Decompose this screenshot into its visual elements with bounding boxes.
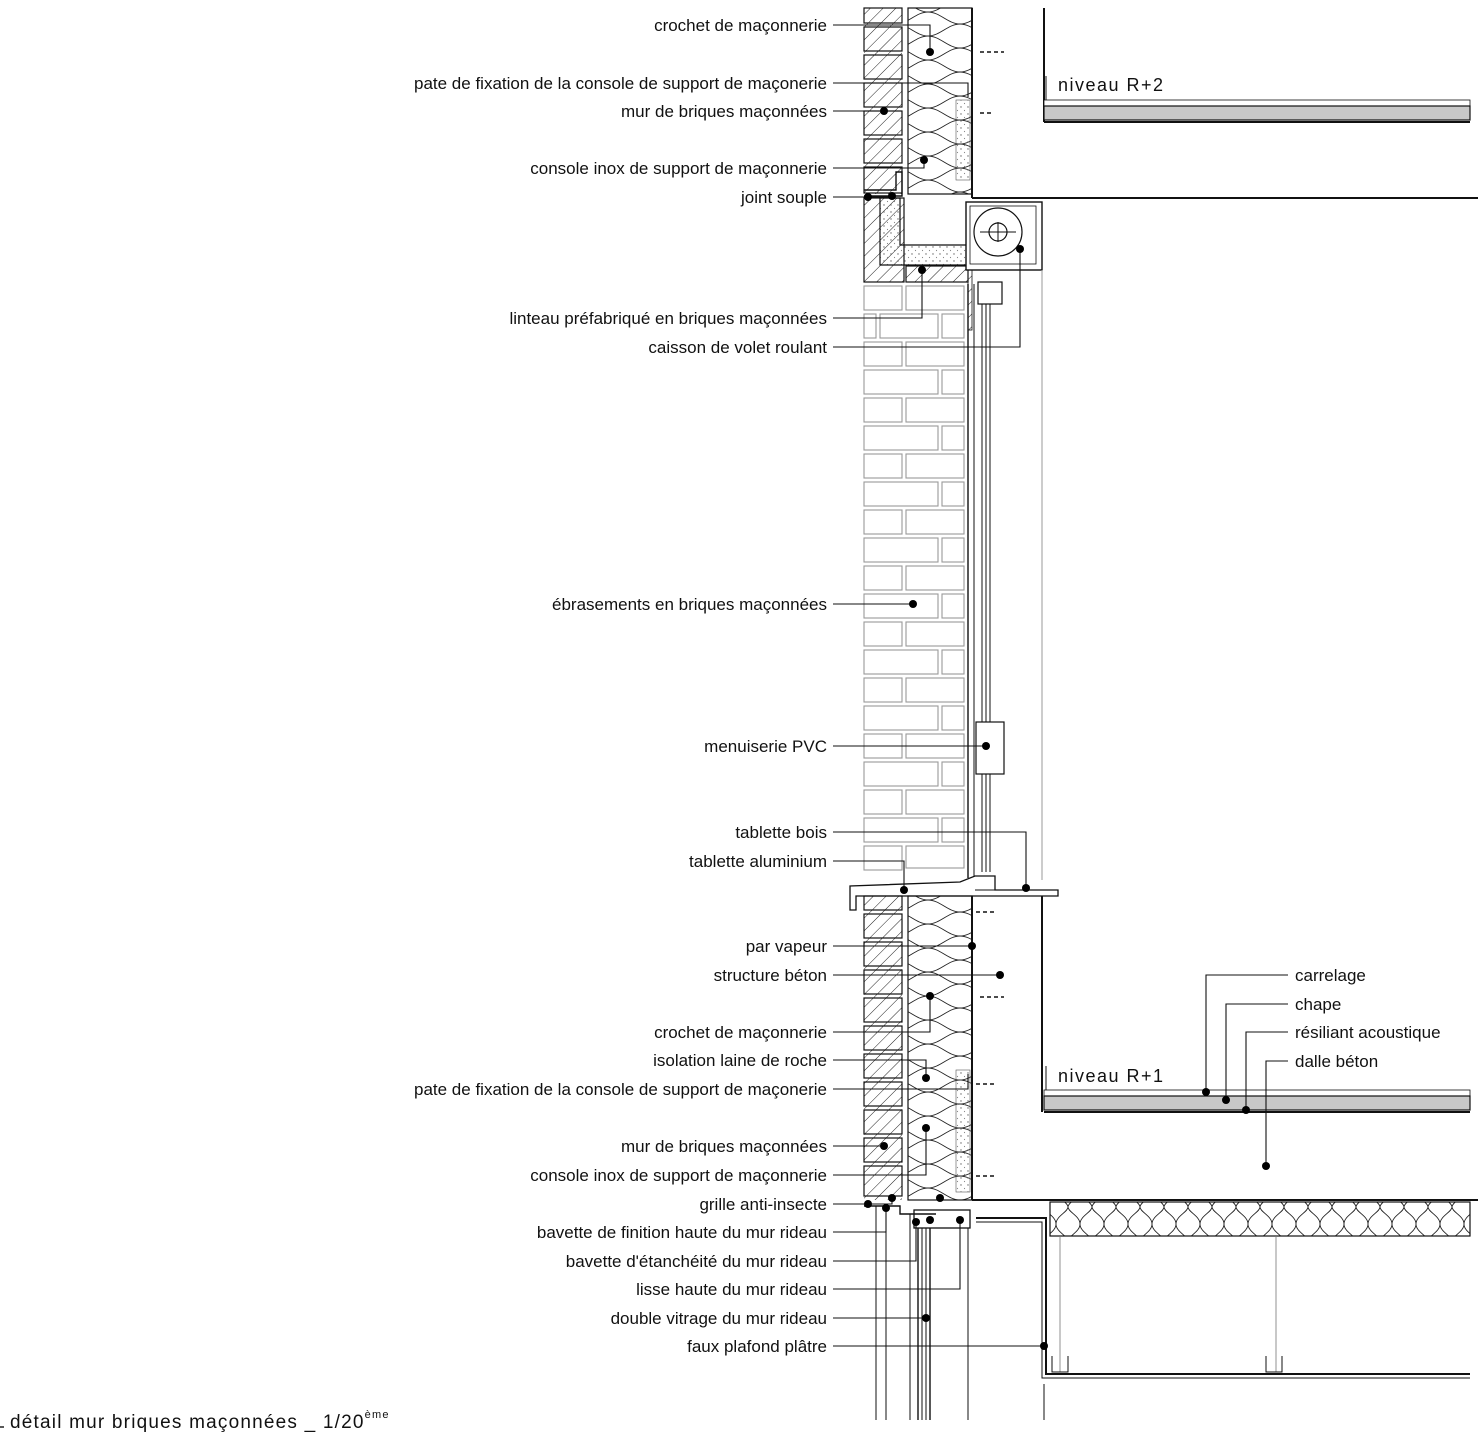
upper-brick-wall [863, 7, 903, 194]
label-isolation: isolation laine de roche [653, 1051, 827, 1070]
level-r1: niveau R+1 [1058, 1066, 1165, 1086]
label-menuiserie: menuiserie PVC [704, 737, 827, 756]
label-lisse-haute: lisse haute du mur rideau [636, 1280, 827, 1299]
label-console-upper: console inox de support de maçonnerie [530, 159, 827, 178]
soffit-insulation [1049, 1201, 1471, 1237]
label-crochet-lower: crochet de maçonnerie [654, 1023, 827, 1042]
label-mur-lower: mur de briques maçonnées [621, 1137, 827, 1156]
label-console-lower: console inox de support de maçonnerie [530, 1166, 827, 1185]
upper-insulation [907, 7, 973, 195]
caption: détail mur briques maçonnées _ 1/20ème [10, 1409, 390, 1433]
label-carrelage: carrelage [1295, 966, 1366, 985]
label-resiliant: résiliant acoustique [1295, 1023, 1441, 1042]
label-linteau: linteau préfabriqué en briques maçonnées [509, 309, 827, 328]
left-leader-dots [864, 48, 1048, 1350]
label-pate-lower: pate de fixation de la console de suppor… [414, 1080, 827, 1099]
pvc-window [967, 269, 1043, 880]
label-joint-souple: joint souple [740, 188, 827, 207]
label-par-vapeur: par vapeur [746, 937, 828, 956]
label-crochet-upper: crochet de maçonnerie [654, 16, 827, 35]
label-chape: chape [1295, 995, 1341, 1014]
caption-text: détail mur briques maçonnées _ 1/20 [10, 1412, 365, 1433]
label-tablette-bois: tablette bois [735, 823, 827, 842]
caption-superscript: ème [365, 1409, 390, 1421]
concrete-structure [971, 8, 1478, 1201]
label-tablette-alu: tablette aluminium [689, 852, 827, 871]
slab-r1 [1043, 1066, 1471, 1113]
label-ebrasements: ébrasements en briques maçonnées [552, 595, 827, 614]
label-mur-upper: mur de briques maçonnées [621, 102, 827, 121]
reveal-bricks [863, 285, 965, 871]
label-grille: grille anti-insecte [699, 1195, 827, 1214]
lower-insulation [907, 895, 973, 1201]
label-caisson: caisson de volet roulant [648, 338, 827, 357]
right-labels: carrelage chape résiliant acoustique dal… [1295, 966, 1441, 1071]
left-leaders [833, 24, 1044, 1347]
label-structure-beton: structure béton [714, 966, 827, 985]
roller-shutter-box [965, 201, 1043, 271]
left-labels: crochet de maçonnerie pate de fixation d… [414, 16, 827, 1356]
right-leaders [1205, 974, 1288, 1166]
label-pate-upper: pate de fixation de la console de suppor… [414, 74, 827, 93]
false-ceiling [976, 1217, 1470, 1420]
level-r2: niveau R+2 [1058, 75, 1165, 95]
label-faux-plafond: faux plafond plâtre [687, 1337, 827, 1356]
label-dalle-beton: dalle béton [1295, 1052, 1378, 1071]
label-bavette-etancheite: bavette d'étanchéité du mur rideau [566, 1252, 827, 1271]
curtain-wall [864, 1205, 971, 1420]
label-double-vitrage: double vitrage du mur rideau [611, 1309, 827, 1328]
lower-brick-wall [863, 895, 903, 1200]
right-leader-dots [1202, 1088, 1270, 1170]
slab-r2 [1043, 76, 1471, 123]
label-bavette-finition: bavette de finition haute du mur rideau [537, 1223, 827, 1242]
anchor-marks [976, 51, 1004, 1177]
